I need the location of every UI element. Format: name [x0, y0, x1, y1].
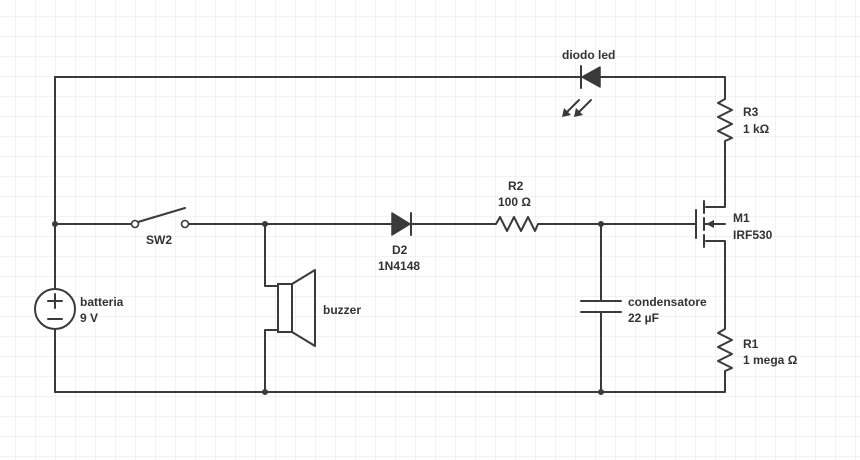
led-symbol [562, 65, 601, 117]
junction-dot [598, 221, 604, 227]
battery-name-label: batteria [80, 295, 124, 309]
junctions [52, 221, 604, 395]
diode-d2-symbol [391, 212, 412, 236]
junction-dot [262, 221, 268, 227]
junction-dot [598, 389, 604, 395]
switch-name-label: SW2 [146, 233, 172, 247]
wires [54, 76, 726, 393]
mosfet-name-label: M1 [733, 211, 750, 225]
mosfet-value-label: IRF530 [733, 228, 773, 242]
junction-dot [52, 221, 58, 227]
junction-dot [262, 389, 268, 395]
r3-value-label: 1 kΩ [743, 122, 770, 136]
led-name-label: diodo led [562, 48, 615, 62]
capacitor-value-label: 22 µF [628, 311, 659, 325]
top-wire-right [599, 76, 726, 96]
buzzer-branch-wire [264, 223, 279, 393]
r2-value-label: 100 Ω [498, 195, 531, 209]
resistor-r1-symbol [717, 324, 733, 379]
resistor-r2-symbol [491, 216, 543, 232]
r1-name-label: R1 [743, 337, 759, 351]
buzzer-name-label: buzzer [323, 303, 361, 317]
capacitor-symbol [580, 300, 622, 313]
capacitor-name-label: condensatore [628, 295, 707, 309]
r2-name-label: R2 [508, 179, 524, 193]
r3-name-label: R3 [743, 105, 759, 119]
battery-symbol [34, 288, 76, 330]
battery-value-label: 9 V [80, 311, 98, 325]
source-to-r1-wire [705, 240, 726, 326]
r1-value-label: 1 mega Ω [743, 353, 798, 367]
bottom-wire [54, 377, 726, 393]
resistor-r3-symbol [717, 94, 733, 146]
buzzer-symbol [277, 269, 316, 347]
switch-symbol [130, 207, 190, 229]
mosfet-m1-symbol [695, 200, 726, 248]
diode-value-label: 1N4148 [378, 259, 420, 273]
r3-to-drain-wire [705, 144, 726, 208]
diode-name-label: D2 [392, 243, 408, 257]
